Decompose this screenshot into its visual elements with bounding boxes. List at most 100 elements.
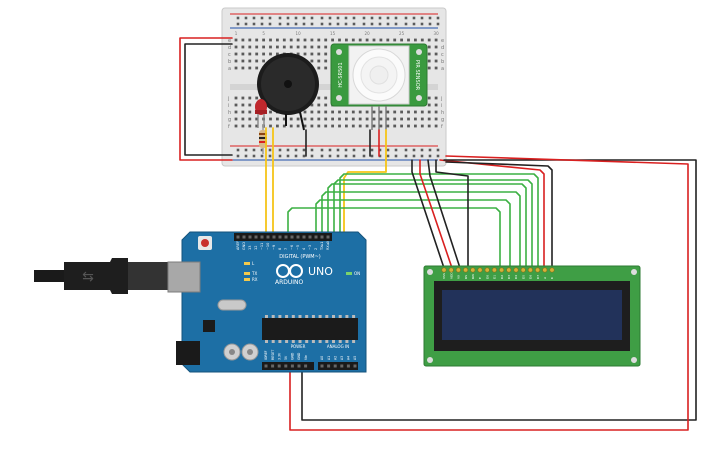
digital-pin-label: GND xyxy=(242,242,246,250)
lcd-pin xyxy=(463,267,469,273)
lcd-pin-label: VSS xyxy=(442,273,446,279)
breadboard-hole xyxy=(345,117,348,121)
chip-pin xyxy=(338,340,342,343)
breadboard-hole xyxy=(379,117,383,121)
wire-lcd-vss xyxy=(411,159,445,269)
analog-pin-label: A2 xyxy=(333,356,337,360)
breadboard-hole xyxy=(427,52,431,56)
row-letter: c xyxy=(441,52,444,58)
row-letter: g xyxy=(441,117,444,123)
lcd-pin xyxy=(549,267,555,273)
rail-hole xyxy=(278,16,282,20)
breadboard-hole xyxy=(303,110,307,114)
breadboard-hole xyxy=(427,59,431,63)
rail-hole xyxy=(352,148,356,152)
breadboard-hole xyxy=(427,110,431,114)
breadboard-hole xyxy=(234,103,238,107)
analog-header xyxy=(318,362,358,370)
chip-pin xyxy=(338,315,342,318)
power-pin xyxy=(271,364,275,368)
column-number: 25 xyxy=(399,31,405,36)
breadboard-hole xyxy=(296,124,300,128)
row-letter: i xyxy=(228,103,229,109)
breadboard-hole xyxy=(358,117,362,121)
breadboard-hole xyxy=(269,124,272,128)
row-letter: i xyxy=(441,103,442,109)
breadboard-hole xyxy=(331,38,334,42)
wire-lcd-d4 xyxy=(321,191,521,269)
wire-lcd-d7 xyxy=(339,173,539,269)
rail-hole xyxy=(378,154,382,158)
rail-hole xyxy=(310,22,314,26)
rail-hole xyxy=(386,22,390,26)
analog-pin-label: A4 xyxy=(347,356,351,360)
chip-pin xyxy=(278,315,282,318)
breadboard-hole xyxy=(282,38,286,42)
rail-hole xyxy=(236,148,240,152)
digital-pin xyxy=(236,235,240,239)
wire-5v-loop xyxy=(289,155,689,431)
breadboard-hole xyxy=(351,124,355,128)
row-letter: g xyxy=(228,117,231,123)
digital-pin xyxy=(308,235,312,239)
lcd-pin xyxy=(527,267,533,273)
digital-pin-label: 12 xyxy=(254,246,258,250)
power-pin-label: 3.3V xyxy=(277,352,281,360)
breadboard-hole xyxy=(331,110,334,114)
rail-hole xyxy=(278,22,282,26)
lcd-pin xyxy=(499,267,505,273)
row-letter: h xyxy=(228,110,231,116)
lcd-pin-label: D3 xyxy=(507,275,511,279)
row-letter: c xyxy=(228,52,231,58)
breadboard-hole xyxy=(282,117,286,121)
power-pin xyxy=(284,364,288,368)
breadboard-hole xyxy=(248,96,252,100)
power-pin-label: GND xyxy=(291,352,295,360)
analog-pin xyxy=(327,364,331,368)
chip-pin xyxy=(305,340,309,343)
chip-pin xyxy=(291,315,295,318)
chip-pin xyxy=(271,340,275,343)
breadboard-hole xyxy=(255,38,259,42)
breadboard-hole xyxy=(317,45,321,49)
rail-hole xyxy=(260,148,264,152)
breadboard-hole xyxy=(234,110,238,114)
rail-hole xyxy=(352,154,356,158)
breadboard-hole xyxy=(262,59,265,63)
rail-hole xyxy=(320,148,324,152)
chip-pin xyxy=(352,340,356,343)
chip-pin xyxy=(298,315,302,318)
breadboard-hole xyxy=(434,66,438,70)
wire-lcd-d5 xyxy=(327,183,527,269)
chip-pin xyxy=(352,315,356,318)
breadboard-hole xyxy=(400,110,403,114)
rail-hole xyxy=(260,154,264,158)
analog-pin-label: A3 xyxy=(340,356,344,360)
rail-hole xyxy=(420,148,424,152)
chip-pin xyxy=(325,315,329,318)
digital-pin-label: ~3 xyxy=(308,245,312,250)
breadboard-hole xyxy=(282,45,286,49)
lcd-pin-label: D6 xyxy=(529,275,533,279)
breadboard-hole xyxy=(358,124,362,128)
rail-hole xyxy=(268,148,272,152)
breadboard-hole xyxy=(269,110,272,114)
breadboard-hole xyxy=(386,124,390,128)
pir-sensor: HC-SR501 PIR SENSOR xyxy=(330,43,428,130)
lcd-pin-label: D2 xyxy=(500,275,504,279)
rail-hole xyxy=(310,154,314,158)
wire-lcd-v0 xyxy=(427,159,461,269)
breadboard-hole xyxy=(434,110,438,114)
breadboard-hole xyxy=(317,52,321,56)
breadboard-hole xyxy=(324,52,328,56)
breadboard-hole xyxy=(386,110,390,114)
breadboard-hole xyxy=(241,110,245,114)
breadboard-hole xyxy=(241,45,245,49)
lcd-pin-label: K xyxy=(550,276,554,279)
breadboard-hole xyxy=(414,110,417,114)
rail-hole xyxy=(244,148,248,152)
lcd-pin xyxy=(520,267,526,273)
lcd-pin-label: RW xyxy=(471,274,475,279)
digital-pin-label: AREF xyxy=(236,241,240,250)
crystal xyxy=(217,299,247,311)
